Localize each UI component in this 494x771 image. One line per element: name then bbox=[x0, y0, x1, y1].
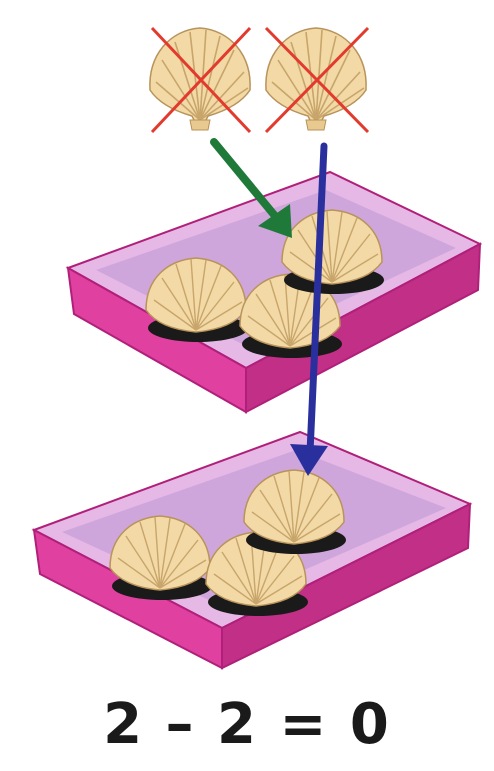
equation: 2 – 2 = 0 bbox=[0, 690, 494, 760]
removed-shell-left bbox=[150, 28, 250, 132]
removed-shell-right bbox=[266, 28, 368, 132]
